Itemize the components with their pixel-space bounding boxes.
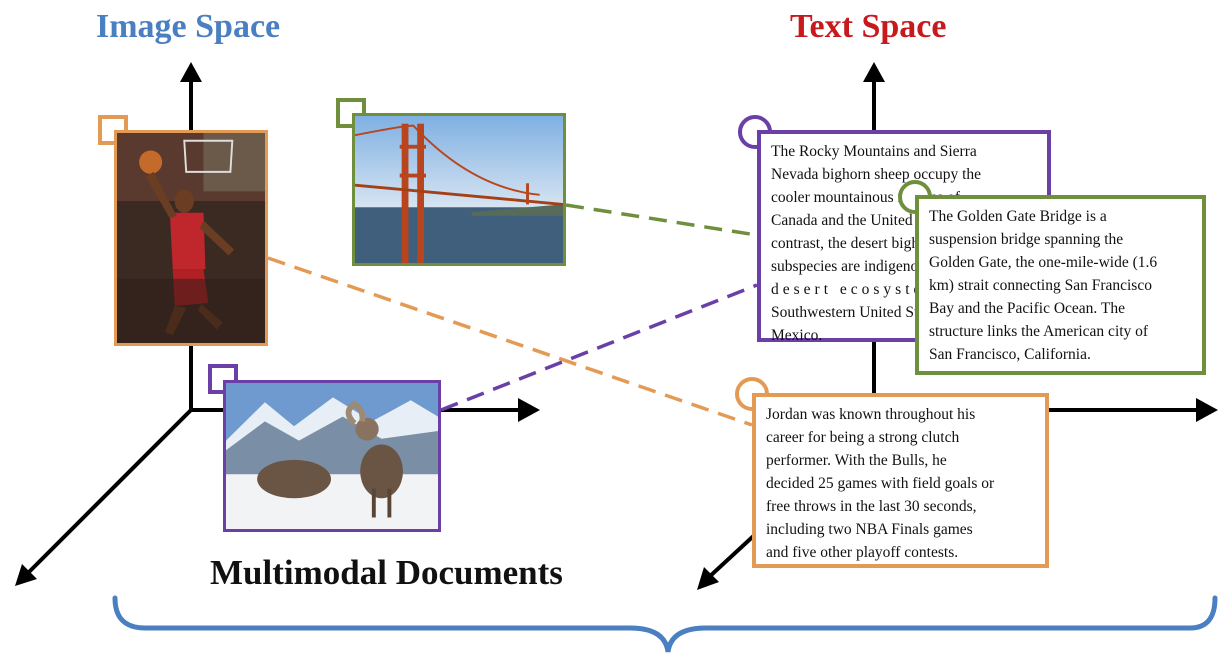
golden-gate-text: The Golden Gate Bridge is a suspension b… <box>915 195 1206 375</box>
text-line: free throws in the last 30 seconds, <box>766 498 977 515</box>
text-line: contrast, the desert bighorn <box>771 235 940 252</box>
bighorn-sheep-image <box>223 380 441 532</box>
text-space-title: Text Space <box>790 8 947 45</box>
image-space-title: Image Space <box>96 8 281 45</box>
text-line: The Rocky Mountains and Sierra <box>771 143 977 160</box>
multimodal-documents-label: Multimodal Documents <box>210 553 563 592</box>
text-line: The Golden Gate Bridge is a <box>929 208 1107 225</box>
text-line: km) strait connecting San Francisco <box>929 277 1152 294</box>
text-line: performer. With the Bulls, he <box>766 452 947 469</box>
link-purple-dashed <box>440 283 758 412</box>
golden-gate-bridge-image <box>352 113 566 266</box>
image-z-axis <box>24 408 193 577</box>
text-line: San Francisco, California. <box>929 346 1091 363</box>
text-line: including two NBA Finals games <box>766 521 973 538</box>
text-line: structure links the American city of <box>929 323 1149 340</box>
basketball-image <box>114 130 268 346</box>
text-line: Jordan was known throughout his <box>766 406 976 423</box>
text-z-axis <box>706 528 762 580</box>
text-line: Nevada bighorn sheep occupy the <box>771 166 982 183</box>
bottom-brace <box>112 595 1218 653</box>
text-line: Golden Gate, the one-mile-wide (1.6 <box>929 254 1158 271</box>
text-line: Mexico. <box>771 327 823 344</box>
jordan-text: Jordan was known throughout his career f… <box>752 393 1049 568</box>
text-line: suspension bridge spanning the <box>929 231 1124 248</box>
text-line: career for being a strong clutch <box>766 429 960 446</box>
text-line: and five other playoff contests. <box>766 544 959 561</box>
text-line: decided 25 games with field goals or <box>766 475 995 492</box>
text-line: Bay and the Pacific Ocean. The <box>929 300 1125 317</box>
link-orange-dashed <box>267 256 753 427</box>
